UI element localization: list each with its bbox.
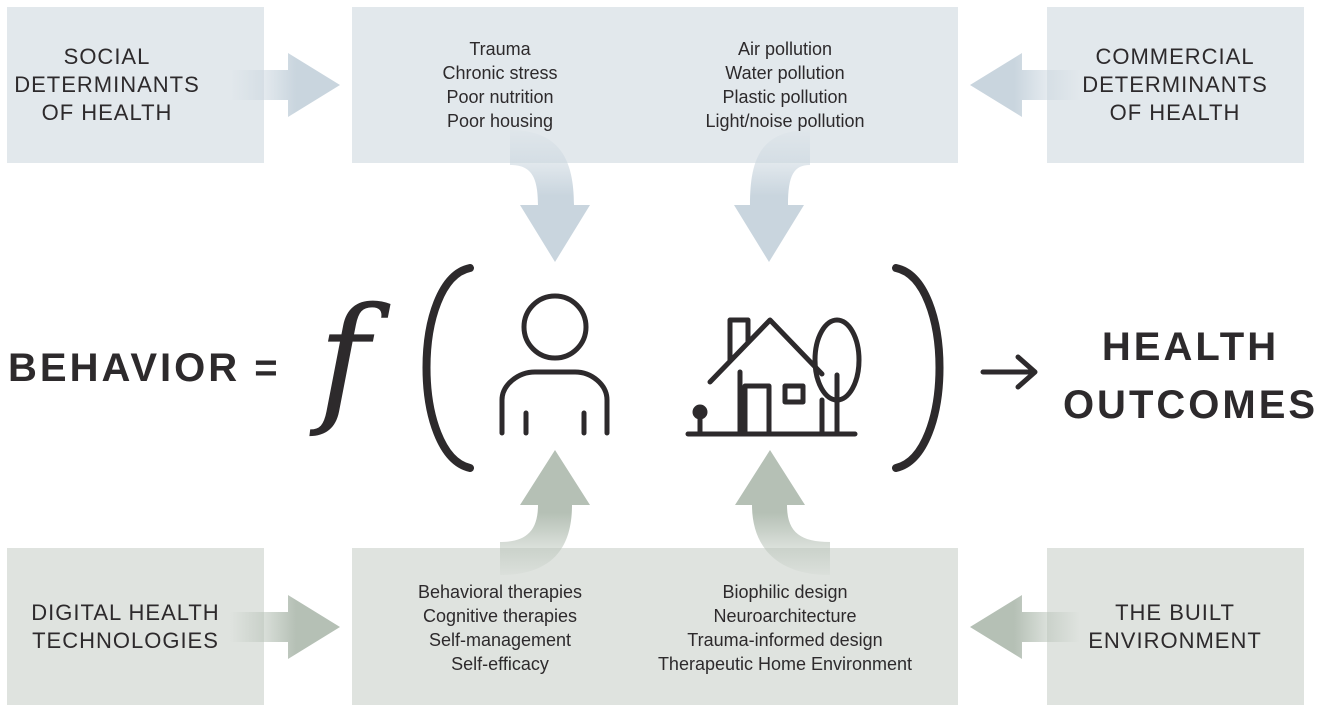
list-item: Chronic stress [442,63,558,83]
label-line: TECHNOLOGIES [32,627,219,653]
list-item: Self-efficacy [451,654,549,674]
bottom-center-box [352,548,958,705]
label-line: OF HEALTH [41,100,173,125]
list-item: Biophilic design [722,582,848,602]
list-item: Poor nutrition [446,87,554,107]
commercial-factors-list: Air pollution Water pollution Plastic po… [660,37,910,133]
built-environment-interventions-list: Biophilic design Neuroarchitecture Traum… [630,580,940,676]
function-symbol: f [318,278,370,441]
arrow-left-top [970,53,1080,117]
right-parenthesis [892,264,944,472]
arrow-right-top [230,53,340,117]
arrow-down-left [510,130,590,262]
label-line: THE BUILT [1115,599,1235,625]
social-determinants-box [7,7,264,163]
arrow-right-bottom [230,595,340,659]
list-item: Therapeutic Home Environment [657,654,913,674]
arrow-down-right [734,130,810,262]
outcome-line: OUTCOMES [1062,383,1319,427]
label-line: DETERMINANTS [1082,72,1268,97]
label-line: COMMERCIAL [1095,44,1255,69]
digital-health-box [7,548,264,705]
label-line: OF HEALTH [1109,100,1241,125]
list-item: Poor housing [446,111,554,131]
social-factors-list: Trauma Chronic stress Poor nutrition Poo… [400,37,600,133]
list-item: Trauma-informed design [687,630,883,650]
left-parenthesis [422,264,474,472]
list-item: Self-management [428,630,572,650]
list-item: Water pollution [725,63,845,83]
commercial-determinants-box [1047,7,1304,163]
list-item: Light/noise pollution [705,111,865,131]
arrow-up-right [735,450,830,575]
built-environment-box [1047,548,1304,705]
digital-interventions-list: Behavioral therapies Cognitive therapies… [380,580,620,676]
label-line: ENVIRONMENT [1088,627,1262,653]
list-item: Air pollution [737,39,833,59]
house-with-tree-icon [685,317,862,437]
label-line: DIGITAL HEALTH [31,599,220,625]
label-line: DETERMINANTS [14,72,200,97]
digital-health-label: DIGITAL HEALTH TECHNOLOGIES [7,548,264,705]
right-arrow-icon [980,354,1038,390]
commercial-determinants-label: COMMERCIAL DETERMINANTS OF HEALTH [1075,7,1275,163]
behavior-equals-label: BEHAVIOR = [8,346,281,390]
list-item: Neuroarchitecture [713,606,857,626]
arrow-left-bottom [970,595,1080,659]
list-item: Cognitive therapies [422,606,578,626]
outcome-label: HEALTH OUTCOMES [1058,318,1323,434]
list-item: Behavioral therapies [417,582,583,602]
top-center-box [352,7,958,163]
label-line: SOCIAL [63,44,151,69]
list-item: Plastic pollution [722,87,848,107]
social-determinants-label: SOCIAL DETERMINANTS OF HEALTH [7,7,207,163]
list-item: Trauma [469,39,531,59]
built-environment-label: THE BUILT ENVIRONMENT [1075,548,1275,705]
arrow-up-left [500,450,590,575]
outcome-line: HEALTH [1101,325,1280,369]
person-icon [499,293,610,436]
